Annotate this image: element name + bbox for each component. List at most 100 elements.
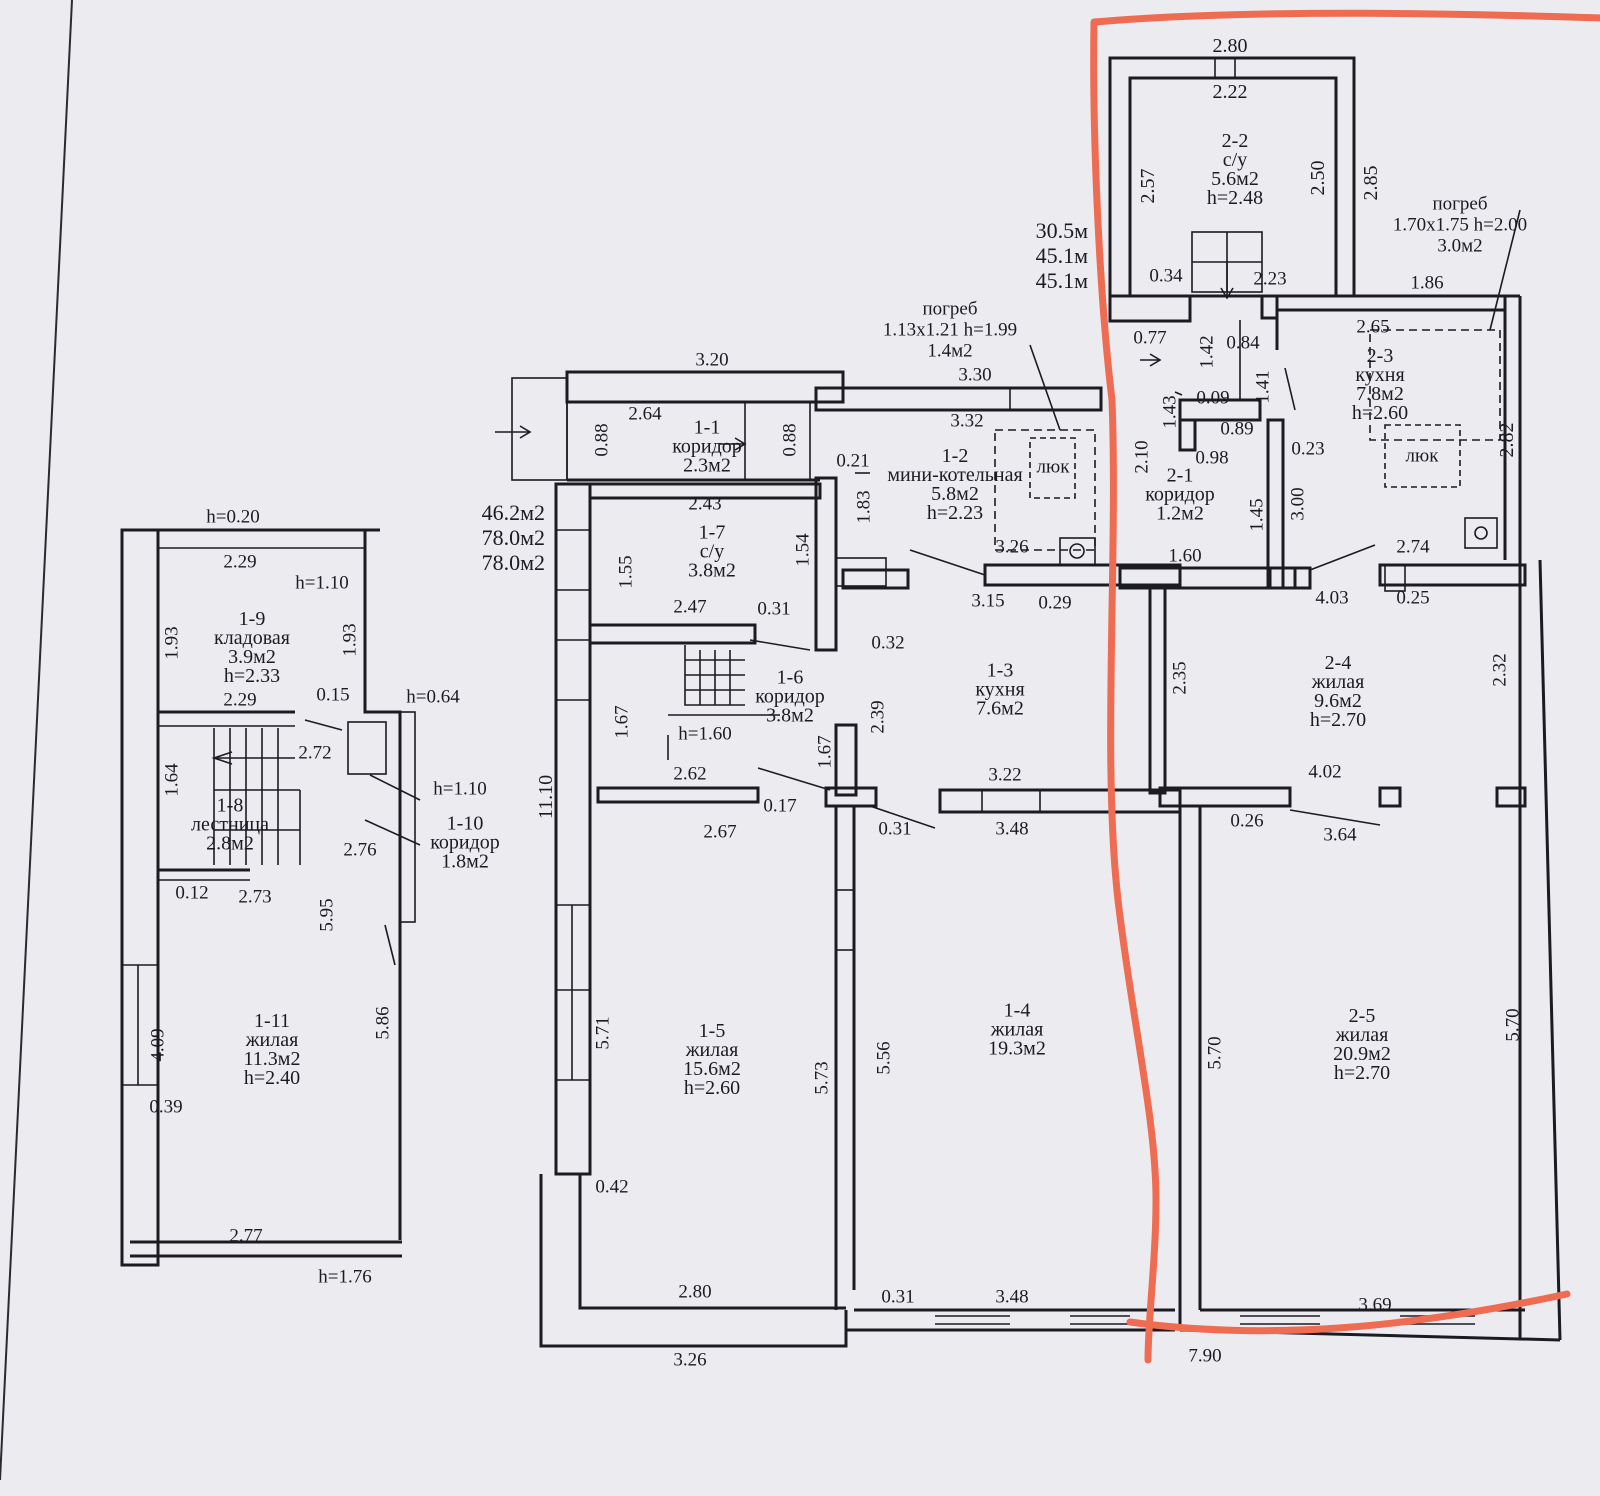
- room-name: коридор: [1145, 483, 1215, 506]
- room-name: жилая: [1335, 1024, 1389, 1046]
- room-area: 5.6м2: [1211, 168, 1259, 190]
- dimension-label: 1.60: [1168, 545, 1202, 567]
- dimension-label: 2.62: [673, 763, 707, 785]
- room-label-2-1: 2-1 коридор 1.2м2: [1145, 464, 1215, 525]
- dimension-label: 2.43: [688, 493, 722, 515]
- dimension-label: 11.10: [535, 774, 557, 820]
- dimension-label: 2.74: [1396, 536, 1430, 558]
- room-name: коридор: [430, 831, 500, 854]
- dimension-label: 5.70: [1502, 1008, 1524, 1042]
- total-line: 45.1м: [1035, 268, 1088, 293]
- room-label-2-4: 2-4 жилая 9.6м2 h=2.70: [1309, 653, 1367, 731]
- room-id: 2-5: [1348, 1005, 1376, 1027]
- dimension-label: 3.30: [958, 364, 992, 386]
- dimension-label: 0.31: [878, 818, 912, 840]
- room-label-1-2: 1-2 мини-котельная 5.8м2 h=2.23: [887, 445, 1023, 523]
- dimension-label: 0.77: [1133, 327, 1167, 349]
- dimension-label: 2.65: [1356, 316, 1390, 338]
- room-id: 1-5: [698, 1020, 726, 1042]
- dimension-label: 2.35: [1169, 661, 1191, 695]
- dimension-label: 0.42: [595, 1176, 629, 1198]
- dimension-label: 1.67: [611, 705, 633, 739]
- dimension-label: 0.31: [757, 598, 791, 620]
- room-area: 5.8м2: [931, 483, 979, 505]
- room-area: 15.6м2: [683, 1058, 741, 1080]
- dimension-label: 2.76: [343, 839, 377, 861]
- dimension-label: 2.32: [1489, 653, 1511, 687]
- room-id: 1-2: [941, 445, 969, 467]
- dimension-label: 3.20: [695, 349, 729, 371]
- room-name: с/у: [1222, 149, 1248, 171]
- room-label-1-3: 1-3 кухня 7.6м2: [975, 661, 1024, 719]
- room-label-2-2: 2-2 с/у 5.6м2 h=2.48: [1207, 131, 1263, 208]
- dimension-label: 0.29: [1038, 592, 1072, 614]
- dimension-label: 0.17: [763, 795, 797, 817]
- room-area: 3.8м2: [688, 559, 736, 582]
- dimension-label: 2.80: [678, 1281, 712, 1303]
- dimension-label: 5.71: [592, 1016, 614, 1050]
- total-line: 78.0м2: [481, 550, 545, 575]
- room-area: 1.2м2: [1156, 502, 1204, 525]
- room-label-1-1: 1-1 коридор 2.3м2: [672, 418, 742, 476]
- room-name: с/у: [699, 540, 725, 563]
- room-area: 7.8м2: [1356, 383, 1404, 405]
- apartment-2-highlight-outline: [1090, 9, 1600, 1364]
- room-name: кладовая: [213, 627, 291, 649]
- dimension-label: 0.39: [149, 1096, 183, 1118]
- dimension-label: 2.47: [673, 596, 707, 618]
- dimension-label: 2.64: [628, 403, 662, 425]
- dimension-label: 0.21: [836, 450, 870, 472]
- dimension-label: 2.23: [1253, 268, 1287, 290]
- dimension-label: 2.10: [1131, 440, 1153, 474]
- room-label-1-10: 1-10 коридор 1.8м2: [430, 812, 500, 872]
- dimension-label: 0.88: [779, 423, 801, 457]
- room-name: мини-котельная: [887, 464, 1023, 486]
- main-block-walls: [495, 344, 1182, 1348]
- dimension-label: 3.26: [673, 1349, 707, 1371]
- cellar-note-1: погреб 1.13х1.21 h=1.99 1.4м2: [883, 299, 1017, 362]
- room-name: жилая: [245, 1029, 299, 1051]
- room-label-1-9: 1-9 кладовая 3.9м2 h=2.33: [213, 609, 291, 686]
- room-label-2-3: 2-3 кухня 7.8м2 h=2.60: [1352, 346, 1408, 423]
- dimension-label: h=0.64: [406, 686, 460, 708]
- page-margin-line: [0, 0, 73, 1481]
- dimension-label: 0.23: [1291, 438, 1325, 460]
- room-height: h=2.40: [243, 1067, 301, 1089]
- room-area: 2.8м2: [206, 832, 254, 855]
- room-name: коридор: [755, 685, 825, 708]
- room-id: 1-4: [1003, 999, 1031, 1022]
- room-label-1-6: 1-6 коридор 3.8м2: [755, 668, 825, 727]
- total-line: 45.1м: [1035, 243, 1088, 268]
- dimension-label: 2.39: [867, 700, 889, 734]
- dimension-label: 1.67: [814, 735, 836, 769]
- cellar-note-2: погреб 1.70х1.75 h=2.00 3.0м2: [1393, 194, 1527, 257]
- cellar-title: погреб: [922, 298, 978, 320]
- dimension-label: 0.31: [881, 1286, 915, 1308]
- dimension-label: 1.54: [792, 533, 814, 567]
- room-area: 3.8м2: [766, 704, 814, 727]
- dimension-label: 2.73: [238, 886, 272, 908]
- dimension-label: 0.34: [1149, 265, 1183, 287]
- dimension-label: 3.15: [971, 590, 1005, 612]
- dimension-label: 3.48: [995, 818, 1029, 840]
- dimension-label: 3.69: [1358, 1294, 1392, 1316]
- dimension-label: 0.12: [175, 882, 209, 904]
- dimension-label: 1.42: [1196, 335, 1218, 369]
- hatch-label: люк: [1036, 456, 1070, 478]
- room-name: лестница: [191, 813, 269, 836]
- room-label-1-7: 1-7 с/у 3.8м2: [688, 523, 736, 582]
- room-id: 1-11: [254, 1010, 290, 1032]
- dimension-label: h=1.10: [295, 572, 349, 594]
- room-height: h=2.70: [1309, 709, 1367, 731]
- total-line: 46.2м2: [481, 500, 545, 525]
- room-id: 2-1: [1166, 464, 1194, 487]
- dimension-label: 5.86: [372, 1006, 394, 1040]
- room-area: 11.3м2: [243, 1048, 301, 1070]
- dimension-label: 1.93: [339, 623, 361, 657]
- stair-symbol: [211, 728, 301, 865]
- dimension-label: 5.95: [316, 898, 338, 932]
- dimension-label: 3.64: [1323, 824, 1357, 846]
- room-area: 9.6м2: [1314, 690, 1362, 712]
- room-id: 1-10: [446, 812, 484, 835]
